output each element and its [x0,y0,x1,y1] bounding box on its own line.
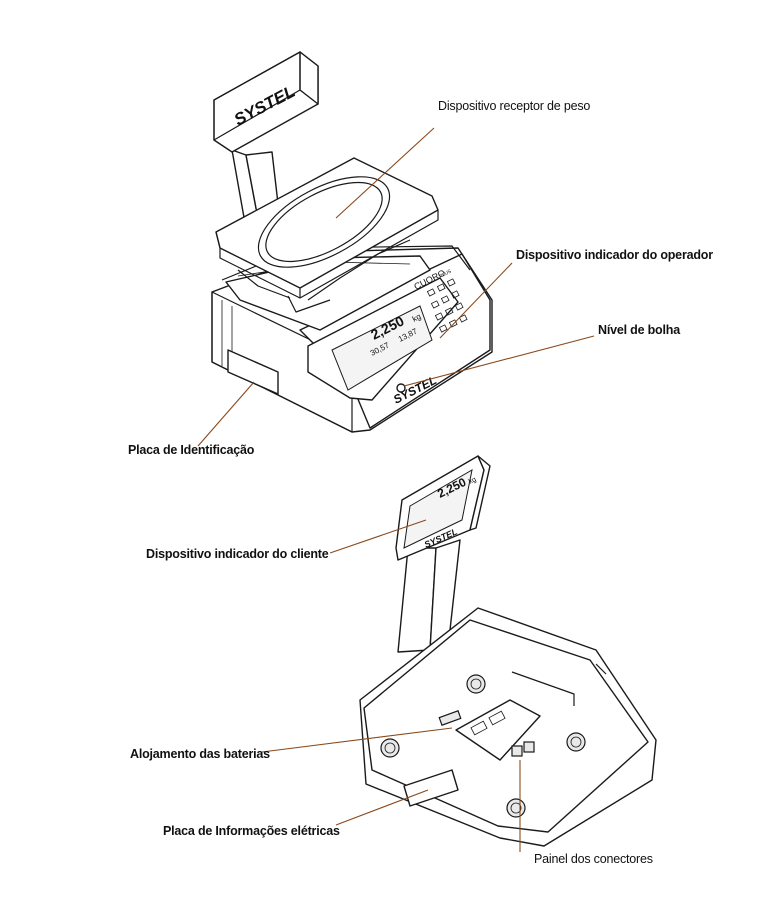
bottom-scale-body [359,607,657,847]
label-id-plate: Placa de Identificação [128,443,255,457]
label-bubble-level: Nível de bolha [598,323,680,337]
bubble-level-shape [396,383,406,393]
label-customer-display: Dispositivo indicador do cliente [146,547,329,561]
label-battery-housing: Alojamento das baterias [130,747,270,761]
top-scale: SYSTEL 2,250 kg 30,57 13,87 CUO [211,51,493,433]
label-operator-display: Dispositivo indicador do operador [516,248,713,262]
bottom-display-unit: kg [468,476,478,486]
label-electrical-plate: Placa de Informações elétricas [163,824,340,838]
operator-model-suffix: PLUS [438,268,453,280]
id-plate-shape [227,349,279,395]
operator-display: 2,250 kg 30,57 13,87 CUORO PLUS SYS [307,268,468,407]
top-customer-display: SYSTEL [213,51,319,153]
bottom-scale: 2,250 kg SYSTEL [359,455,657,847]
connector-panel-shape [511,741,535,757]
battery-housing-shape [455,699,541,761]
operator-keypad [426,278,468,333]
label-weight-receiver: Dispositivo receptor de peso [438,99,591,113]
weighing-tray [215,157,439,313]
electrical-plate-shape [403,769,459,807]
label-connector-panel: Painel dos conectores [534,852,653,866]
bottom-customer-display: 2,250 kg SYSTEL [395,455,491,561]
operator-weight-unit: kg [411,312,423,324]
leader-lines [197,127,595,852]
